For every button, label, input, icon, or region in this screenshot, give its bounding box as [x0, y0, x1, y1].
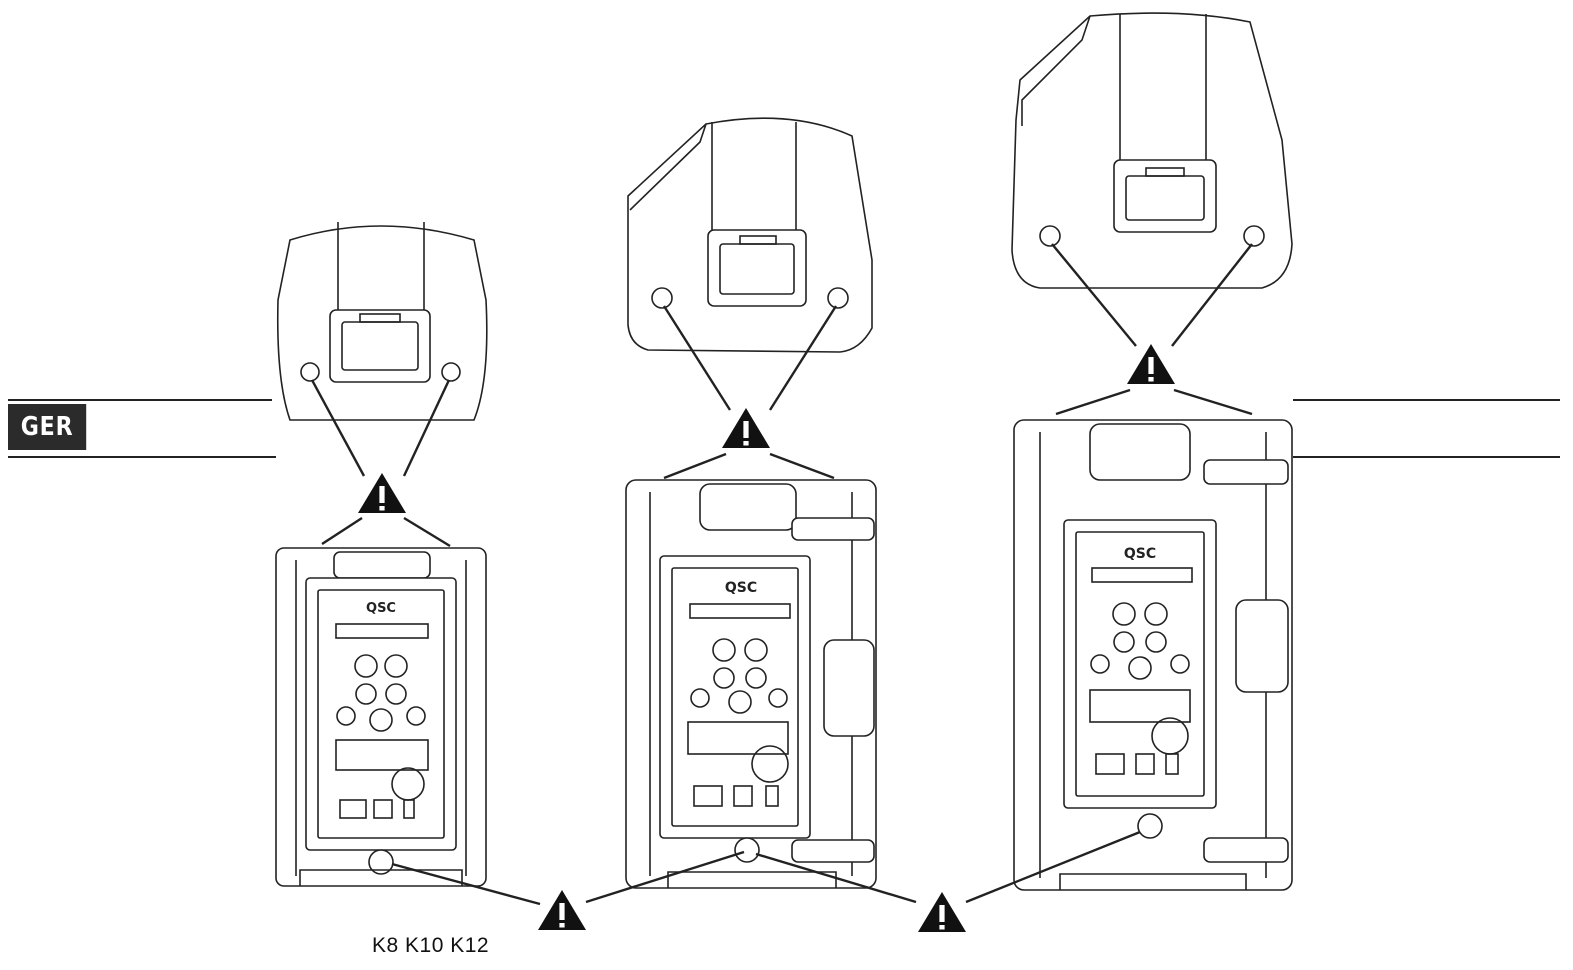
k8-k10-socket-warning-icon: [538, 890, 586, 930]
k8-top-view: [276, 222, 488, 421]
section-rules: [8, 399, 1560, 458]
k10-speaker: QSC: [625, 117, 877, 889]
k10-top-warning-icon: [722, 408, 770, 448]
k12-top-pointers: [1051, 243, 1253, 416]
k8-top-pointers: [310, 379, 451, 548]
k12-rear-view: QSC: [1013, 419, 1293, 891]
k10-rear-view: QSC: [625, 479, 877, 889]
rear-socket-pointers: [391, 830, 1141, 906]
k10-top-view: [627, 117, 873, 353]
k12-top-view: [1011, 12, 1293, 289]
k8-speaker: QSC: [275, 222, 488, 887]
k12-brand-label: QSC: [1124, 546, 1156, 562]
k8-top-warning-icon: [358, 473, 406, 513]
k8-rear-view: QSC: [275, 547, 487, 887]
k10-top-pointers: [662, 305, 838, 480]
k10-brand-label: QSC: [725, 580, 757, 596]
k8-brand-label: QSC: [366, 601, 396, 616]
k12-top-warning-icon: [1127, 344, 1175, 384]
k10-k12-socket-warning-icon: [918, 892, 966, 932]
k12-speaker: QSC: [1011, 12, 1293, 891]
language-tab: GER: [8, 404, 87, 450]
model-caption: K8 K10 K12: [372, 934, 490, 957]
